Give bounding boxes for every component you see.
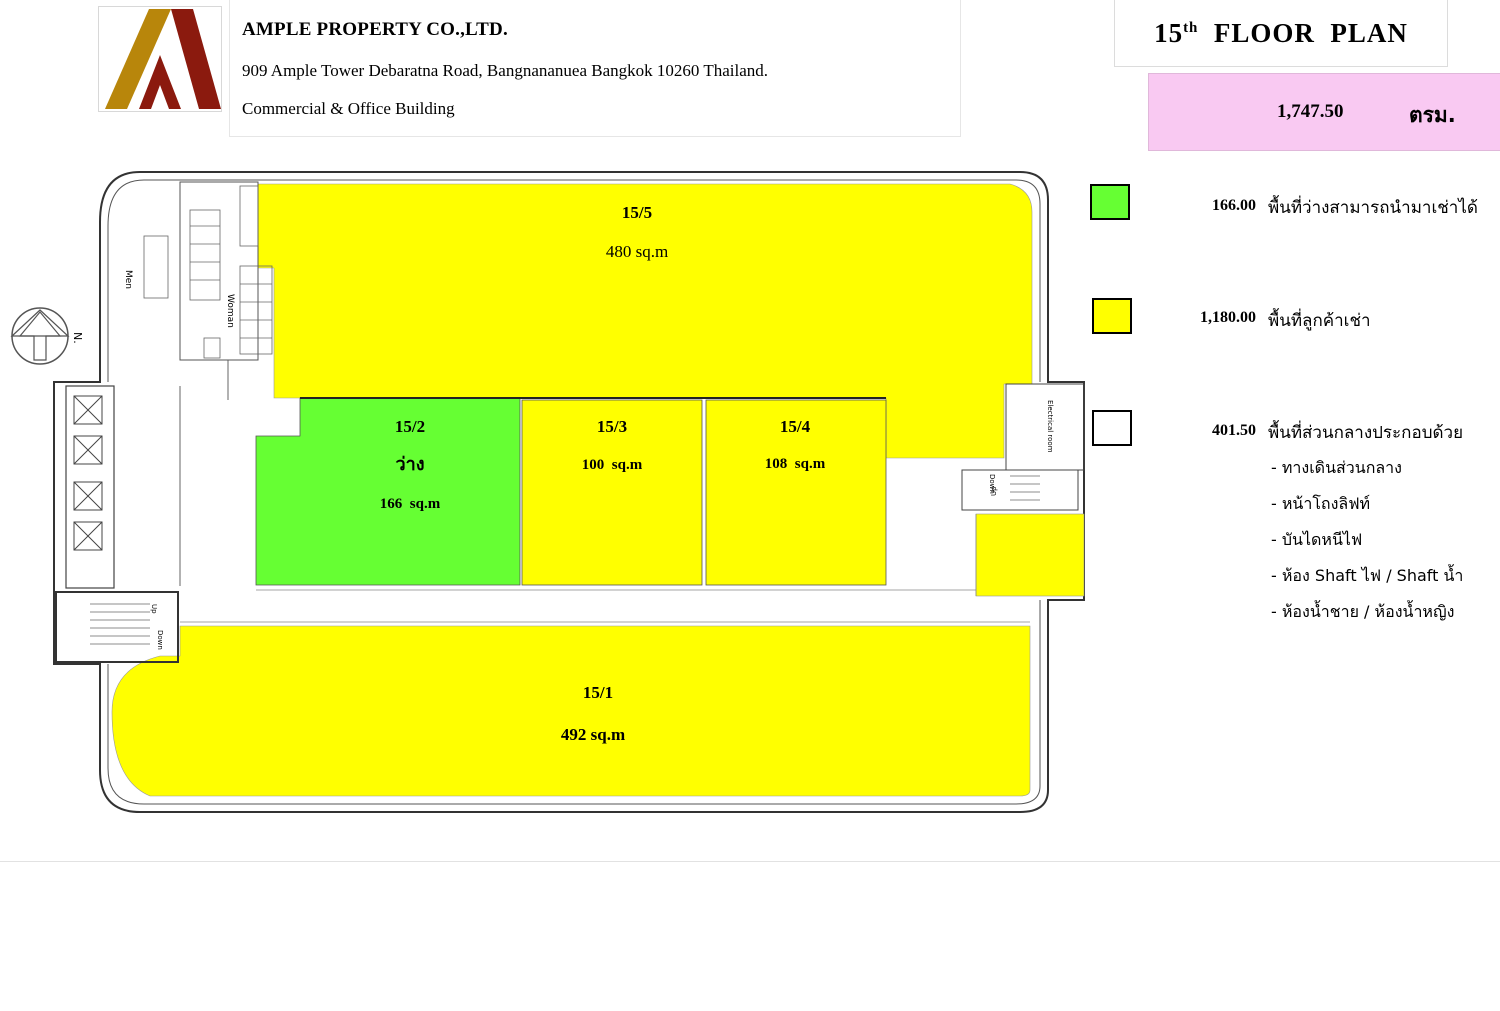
page-divider	[0, 861, 1500, 862]
legend-label-common: พื้นที่ส่วนกลางประกอบด้วย	[1268, 423, 1464, 443]
unit-15-4-id: 15/4	[780, 417, 811, 436]
legend-label-available: พื้นที่ว่างสามารถนำมาเช่าได้	[1268, 198, 1478, 218]
page-title: 15th FLOOR PLAN	[1154, 18, 1408, 48]
legend-label-leased: พื้นที่ลูกค้าเช่า	[1268, 311, 1371, 331]
unit-15-4-area: 108 sq.m	[765, 456, 826, 472]
north-label: N.	[71, 332, 84, 344]
common-item-corridor: - ทางเดินส่วนกลาง	[1271, 458, 1402, 477]
unit-15-1[interactable]	[111, 625, 1031, 797]
unit-15-5-area: 480 sq.m	[606, 242, 668, 261]
legend-swatch-available	[1090, 184, 1130, 220]
unit-east-corner	[975, 513, 1085, 597]
unit-15-5-id: 15/5	[622, 203, 652, 222]
legend-swatch-common	[1092, 410, 1132, 446]
unit-15-5[interactable]	[257, 183, 1033, 459]
floor-plan: 15/5 480 sq.m 15/2 ว่าง 166 sq.m 15/3 10…	[10, 171, 1085, 813]
east-stair-up-label: Up	[990, 486, 998, 496]
title-box	[1114, 0, 1448, 67]
unit-15-2-status: ว่าง	[395, 454, 424, 475]
common-item-toilets: - ห้องน้ำชาย / ห้องน้ำหญิง	[1271, 602, 1455, 621]
total-area-box	[1148, 73, 1500, 151]
unit-15-3-id: 15/3	[597, 417, 627, 436]
unit-15-2[interactable]	[255, 397, 521, 586]
legend-value-common: 401.50	[1212, 422, 1256, 439]
unit-15-2-area: 166 sq.m	[380, 496, 441, 512]
common-item-lift-lobby: - หน้าโถงลิฟท์	[1271, 494, 1371, 513]
building-type: Commercial & Office Building	[242, 99, 455, 118]
unit-15-3[interactable]	[521, 399, 703, 586]
east-stair-down-label: Down	[988, 474, 996, 494]
legend-value-leased: 1,180.00	[1200, 309, 1256, 326]
common-item-fire-stair: - บันไดหนีไฟ	[1271, 530, 1363, 549]
west-stair-down-label: Down	[156, 630, 164, 650]
women-toilet-label: Woman	[225, 294, 235, 328]
unit-15-1-area: 492 sq.m	[561, 725, 625, 744]
north-arrow-icon	[10, 307, 70, 365]
company-info-box	[229, 0, 961, 137]
common-item-shaft: - ห้อง Shaft ไฟ / Shaft น้ำ	[1271, 566, 1464, 585]
men-toilet-label: Men	[123, 270, 133, 289]
company-logo	[98, 6, 222, 112]
unit-15-3-area: 100 sq.m	[582, 457, 643, 473]
total-area-unit: ตรม.	[1409, 103, 1456, 127]
unit-15-4[interactable]	[705, 399, 887, 586]
unit-15-1-id: 15/1	[583, 683, 613, 702]
west-stair-up-label: Up	[150, 604, 158, 614]
company-name: AMPLE PROPERTY CO.,LTD.	[242, 19, 508, 40]
legend-swatch-leased	[1092, 298, 1132, 334]
electrical-room-label: Electrical room	[1046, 400, 1054, 453]
legend-value-available: 166.00	[1212, 197, 1256, 214]
logo-mark-icon	[105, 9, 221, 109]
unit-15-2-id: 15/2	[395, 417, 425, 436]
total-area-value: 1,747.50	[1277, 101, 1344, 122]
company-address: 909 Ample Tower Debaratna Road, Bangnana…	[242, 61, 768, 80]
